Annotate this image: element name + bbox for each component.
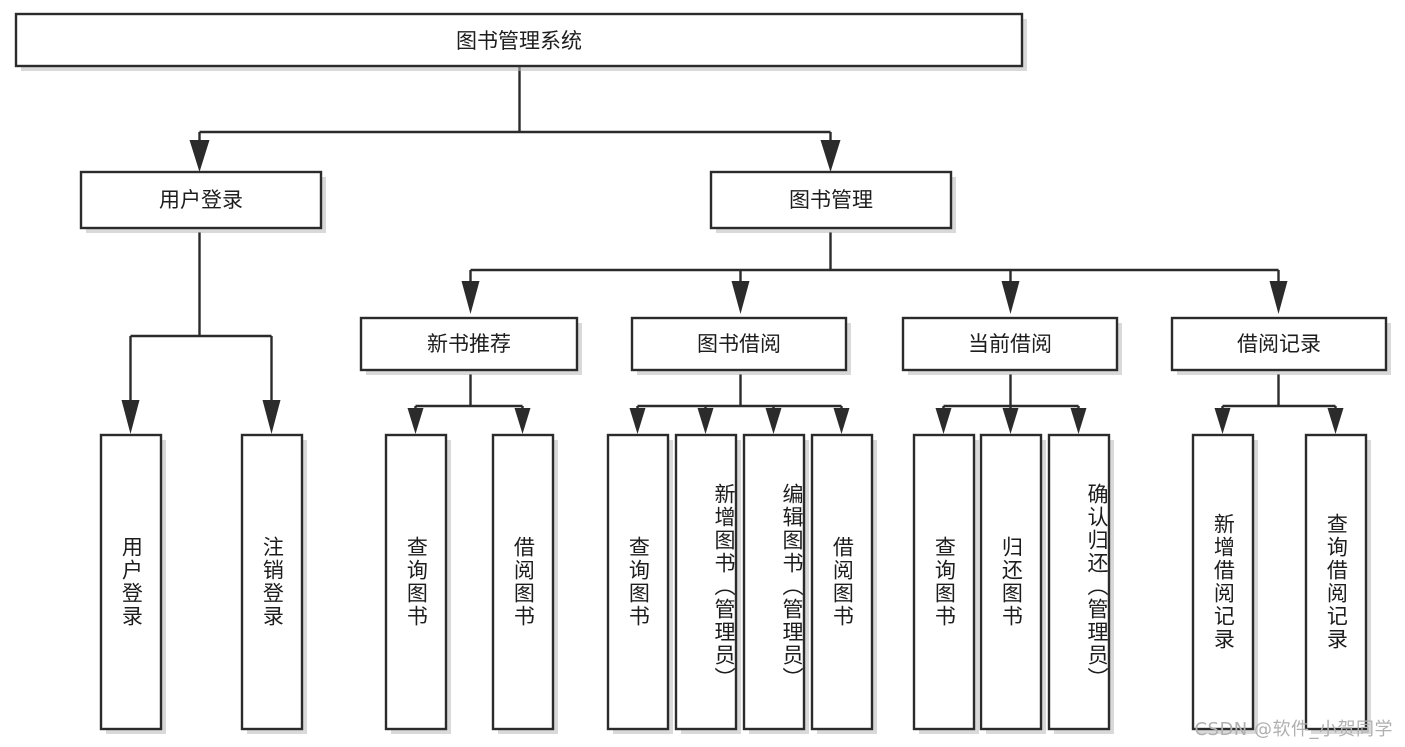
arrowhead-book-borrow <box>731 281 750 314</box>
leaf-cb-query-box[interactable] <box>912 433 976 731</box>
leaf-box-cb-return[interactable] <box>979 433 1046 734</box>
leaf-bb-borrow-box[interactable] <box>810 433 874 731</box>
leaf-cb-confirm-box[interactable] <box>1047 433 1111 731</box>
leaf-box-bb-add[interactable] <box>674 433 741 734</box>
arrowhead-leaf-logout <box>262 400 281 434</box>
node-new-book-box[interactable] <box>359 316 579 372</box>
leaf-br-add-box[interactable] <box>1191 433 1255 731</box>
arrowhead-br-leaf1 <box>1214 408 1231 434</box>
arrowhead-borrow-record <box>1269 281 1288 314</box>
leaf-box-bb-borrow[interactable] <box>810 433 877 734</box>
connector-group-user-login <box>121 232 281 434</box>
node-current-borrow-label: 当前借阅 <box>968 332 1052 356</box>
connector-group-new-book <box>407 374 531 434</box>
node-new-book-label: 新书推荐 <box>427 332 511 356</box>
leaf-box-cb-confirm[interactable] <box>1047 433 1114 734</box>
arrowhead-user-login <box>189 140 210 172</box>
node-book-manage-label: 图书管理 <box>789 188 873 212</box>
leaf-br-query-box[interactable] <box>1304 433 1368 731</box>
leaf-nb-borrow-box[interactable] <box>491 433 555 731</box>
arrowhead-bb-leaf2 <box>697 408 714 434</box>
leaf-box-bb-query[interactable] <box>606 433 673 734</box>
arrowhead-cb-leaf3 <box>1070 408 1087 434</box>
arrowhead-bb-leaf3 <box>765 408 782 434</box>
leaf-user-login-box[interactable] <box>99 433 163 731</box>
arrowhead-book-manage <box>820 140 841 172</box>
arrowhead-br-leaf2 <box>1327 408 1344 434</box>
node-borrow-record-box[interactable] <box>1170 316 1388 372</box>
leaf-bb-edit-box[interactable] <box>742 433 806 731</box>
arrowhead-cb-leaf2 <box>1002 408 1019 434</box>
node-new-book-recommend[interactable] <box>359 316 582 375</box>
node-user-login-label: 用户登录 <box>159 188 243 212</box>
leaf-bb-query-box[interactable] <box>606 433 670 731</box>
connector-group-current-borrow <box>935 374 1087 434</box>
node-book-manage-box[interactable] <box>709 170 953 230</box>
arrowhead-nb-leaf1 <box>407 408 424 434</box>
leaf-box-logout[interactable] <box>240 433 307 734</box>
leaf-bb-add-box[interactable] <box>674 433 738 731</box>
connector-group-book-manage <box>461 232 1288 314</box>
leaf-box-cb-query[interactable] <box>912 433 979 734</box>
arrowhead-cb-leaf1 <box>935 408 952 434</box>
node-current-borrow[interactable] <box>901 316 1122 375</box>
node-borrow-record[interactable] <box>1170 316 1391 375</box>
leaf-box-br-query[interactable] <box>1304 433 1371 734</box>
connector-group-root <box>189 67 841 172</box>
leaf-box-user-login[interactable] <box>99 433 166 734</box>
leaf-cb-return-box[interactable] <box>979 433 1043 731</box>
node-root-box[interactable] <box>14 12 1024 68</box>
leaf-box-nb-borrow[interactable] <box>491 433 558 734</box>
connector-group-book-borrow <box>629 374 850 434</box>
arrowhead-new-book <box>461 281 480 314</box>
leaf-box-br-add[interactable] <box>1191 433 1258 734</box>
leaf-box-bb-edit[interactable] <box>742 433 809 734</box>
arrowhead-bb-leaf1 <box>629 408 646 434</box>
arrowhead-nb-leaf2 <box>514 408 531 434</box>
node-user-login-box[interactable] <box>79 170 323 230</box>
watermark-text: CSDN @软件_小贺同学 <box>1194 719 1393 740</box>
node-user-login[interactable] <box>79 170 326 233</box>
node-root-label: 图书管理系统 <box>456 29 582 53</box>
node-book-borrow[interactable] <box>630 316 851 375</box>
node-book-borrow-box[interactable] <box>630 316 848 372</box>
leaf-box-nb-query[interactable] <box>384 433 451 734</box>
node-book-manage[interactable] <box>709 170 956 233</box>
arrowhead-bb-leaf4 <box>833 408 850 434</box>
node-current-borrow-box[interactable] <box>901 316 1119 372</box>
node-book-borrow-label: 图书借阅 <box>697 332 781 356</box>
leaf-logout-box[interactable] <box>240 433 304 731</box>
leaf-nb-query-box[interactable] <box>384 433 448 731</box>
arrowhead-current-borrow <box>1001 281 1020 314</box>
node-root[interactable] <box>14 12 1027 71</box>
arrowhead-leaf-user-login <box>121 400 140 434</box>
connector-group-borrow-record <box>1214 374 1344 434</box>
node-borrow-record-label: 借阅记录 <box>1237 332 1321 356</box>
